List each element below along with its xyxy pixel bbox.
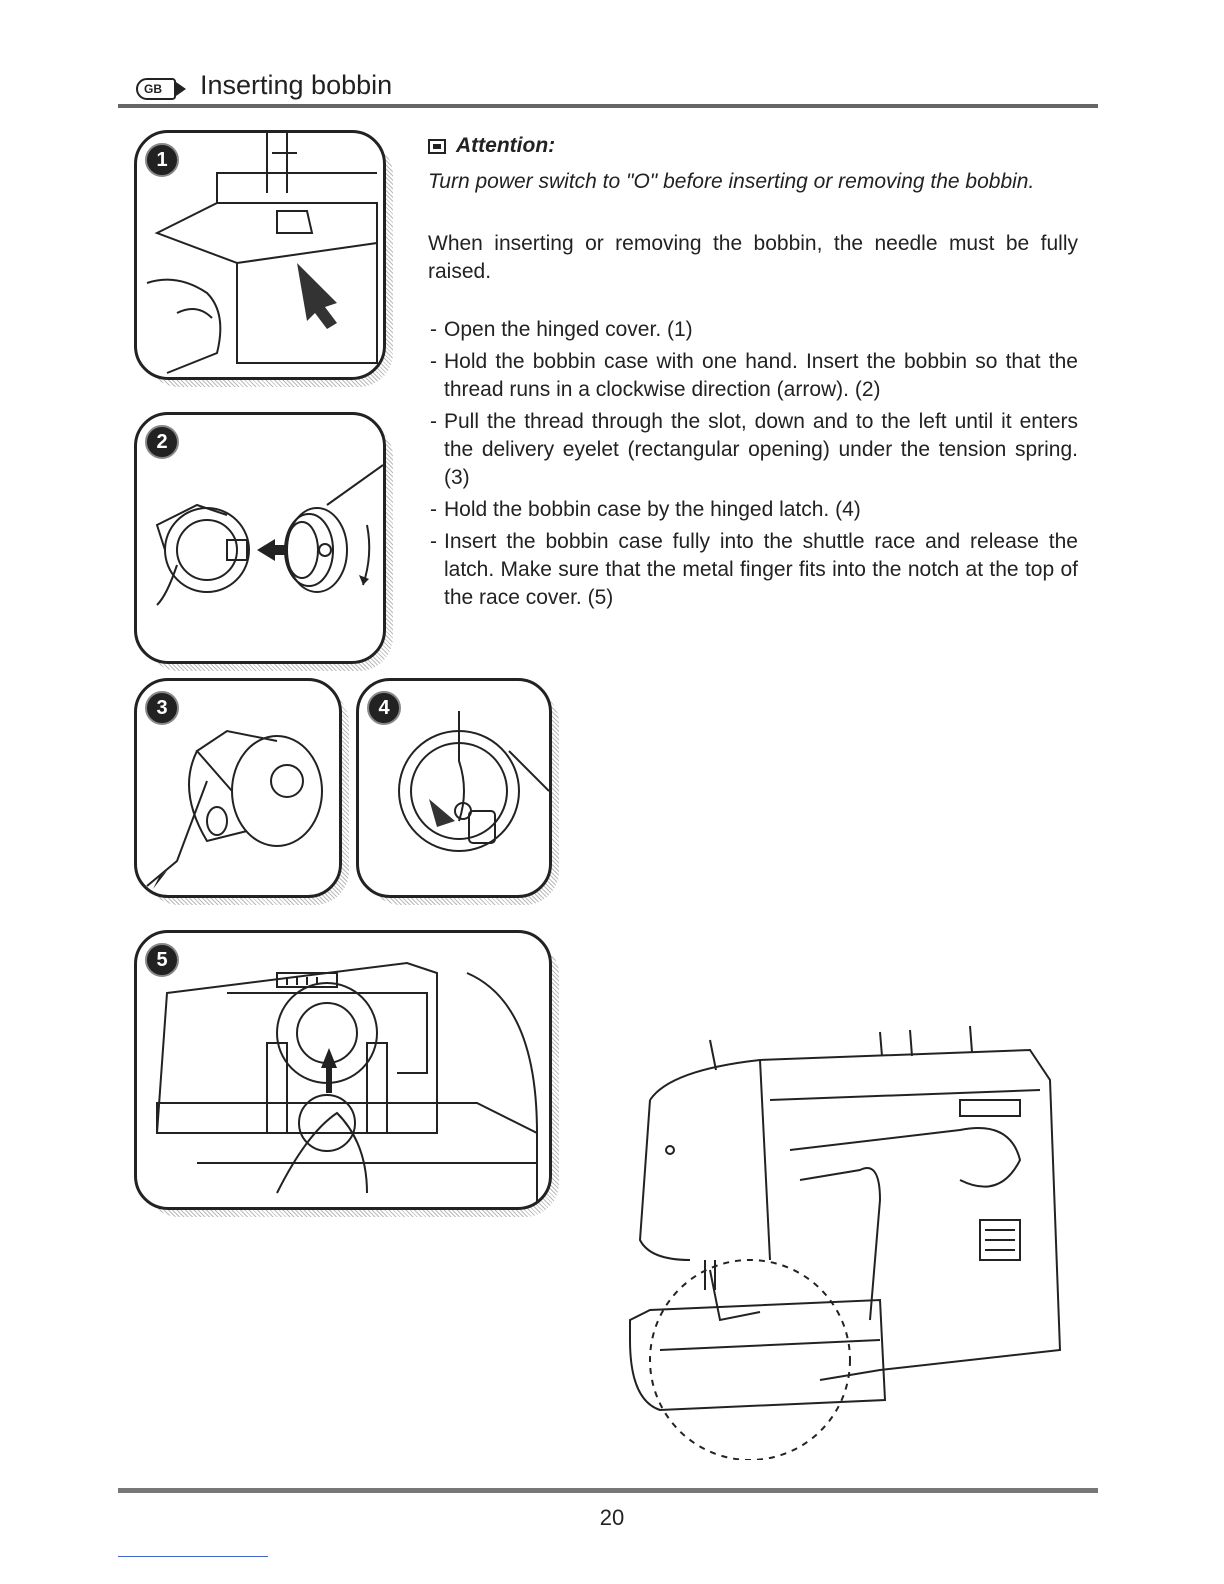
figure-1-panel: 1 (134, 130, 393, 387)
step-item: Hold the bobbin case with one hand. Inse… (428, 348, 1078, 404)
step-item: Open the hinged cover. (1) (428, 316, 1078, 344)
footer-line (118, 1556, 268, 1557)
figure-5-panel: 5 (134, 930, 559, 1217)
step-item: Hold the bobbin case by the hinged latch… (428, 496, 1078, 524)
sewing-machine-illustration (620, 1020, 1070, 1465)
page-title: Inserting bobbin (200, 70, 393, 100)
page-number: 20 (599, 1505, 625, 1530)
page-header: GB Inserting bobbin (134, 68, 1098, 108)
step-item: Pull the thread through the slot, down a… (428, 408, 1078, 492)
figure-2-badge: 2 (145, 425, 179, 459)
figure-3-badge: 3 (145, 691, 179, 725)
figure-1-badge: 1 (145, 143, 179, 177)
instructions: Attention: Turn power switch to "O" befo… (428, 132, 1078, 616)
attention-heading: Attention: (428, 132, 1078, 160)
attention-text: Turn power switch to "O" before insertin… (428, 170, 1035, 193)
step-item: Insert the bobbin case fully into the sh… (428, 528, 1078, 612)
thread-slot-illustration (146, 729, 323, 889)
figure-4-badge: 4 (367, 691, 401, 725)
intro-text: When inserting or removing the bobbin, t… (428, 232, 1078, 283)
hinged-latch-illustration (398, 711, 549, 852)
step-list: Open the hinged cover. (1) Hold the bobb… (428, 316, 1078, 612)
attention-label: Attention: (456, 134, 556, 157)
footer-rule (118, 1488, 1098, 1493)
warning-icon (428, 138, 446, 154)
open-cover-illustration (146, 133, 378, 374)
language-badge: GB (136, 78, 186, 100)
header-rule (118, 104, 1098, 108)
figure-4-panel: 4 (356, 678, 559, 905)
figure-3-panel: 3 (134, 678, 349, 905)
figure-5-badge: 5 (145, 943, 179, 977)
figure-2-panel: 2 (134, 412, 393, 671)
shuttle-race-illustration (155, 961, 538, 1203)
insert-bobbin-illustration (155, 464, 383, 606)
